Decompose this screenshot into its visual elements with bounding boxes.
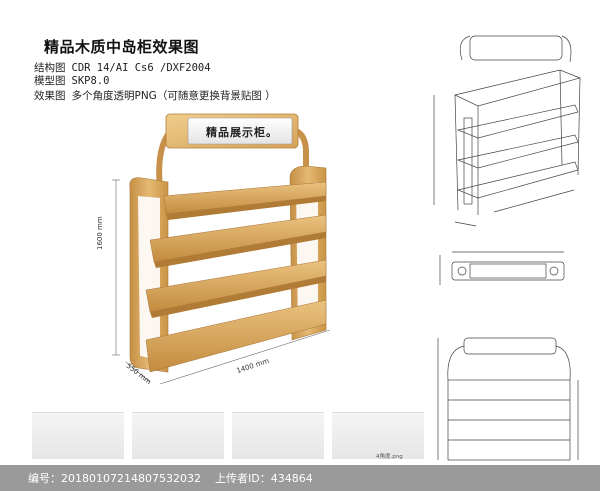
meta-value: 多个角度透明PNG（可随意更换背景贴图 ） [71,90,276,102]
meta-value: CDR 14/AI Cs6 /DXF2004 [71,62,211,74]
meta-value: SKP8.0 [71,75,110,87]
footer-id-label: 编号： [28,472,61,485]
shelves [145,181,327,373]
thumbnail-1[interactable] [32,412,124,459]
page-title: 精品木质中岛柜效果图 [44,38,200,56]
tech-drawing-perspective [433,35,582,227]
meta-line-render: 效果图多个角度透明PNG（可随意更换背景贴图 ） [34,88,282,103]
footer-id-value: 20180107214807532032 [61,472,201,485]
meta-key: 模型图 [34,75,66,87]
sign-board-face [187,117,293,145]
meta-key: 结构图 [34,62,66,74]
meta-line-structure: 结构图 CDR 14/AI Cs6 /DXF2004 [34,60,211,75]
meta-line-model: 模型图 SKP8.0 [34,73,109,88]
sign-text: 精品展示柜。 [206,126,278,139]
shelf-bottom [145,299,327,373]
thumbnail-3[interactable] [232,412,324,459]
tech-drawing-front-view [437,337,579,461]
meta-key: 效果图 [34,90,66,102]
thumbnail-caption: 4角度.png [376,454,403,460]
height-dimension-label: 1600 mm [96,216,104,250]
thumbnail-4[interactable] [332,412,424,459]
dimension-lines [112,179,331,385]
footer-uploader: 上传者ID：434864 [215,470,313,486]
thumbnail-strip [22,412,424,460]
footer-uploader-value: 434864 [270,472,313,485]
footer-id: 编号：20180107214807532032 [28,470,201,486]
tech-drawing-top-view [439,251,565,285]
thumbnail-2[interactable] [132,412,224,459]
footer-bar: 编号：20180107214807532032 上传者ID：434864 [0,465,600,491]
footer-uploader-label: 上传者ID： [214,472,271,485]
